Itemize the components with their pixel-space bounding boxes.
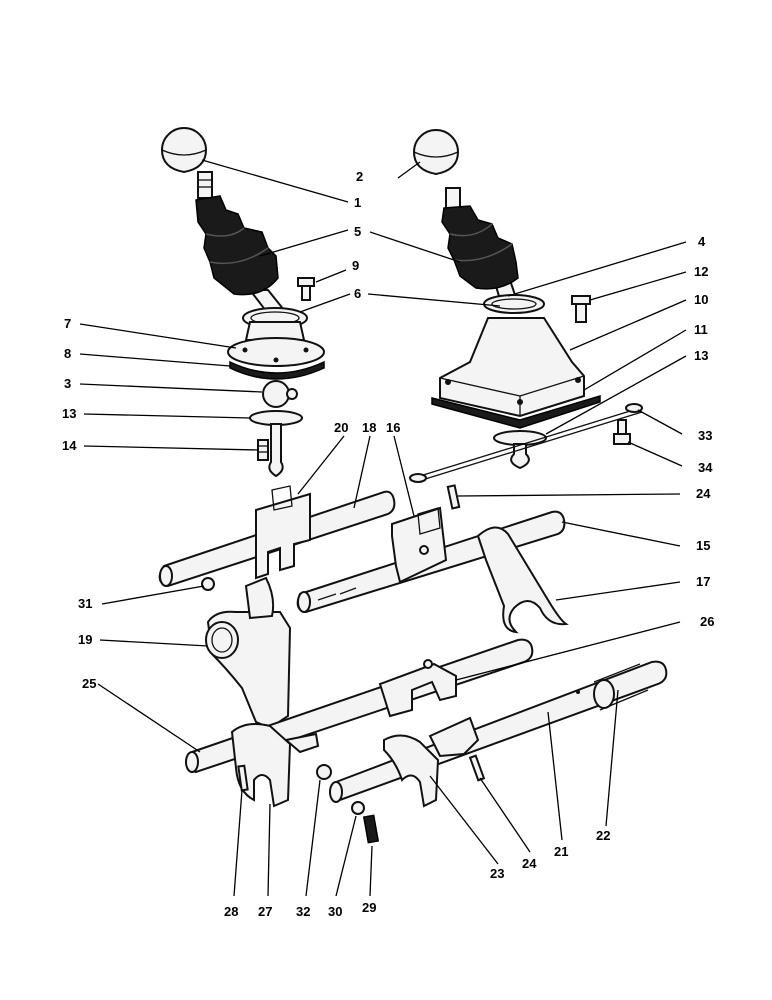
right-lever-housing xyxy=(439,317,585,418)
right-plate xyxy=(493,430,547,446)
callout-13-left: 13 xyxy=(62,406,76,421)
selector-fork-19 xyxy=(205,576,292,730)
callout-29: 29 xyxy=(362,900,376,915)
screw-14 xyxy=(257,439,269,461)
callout-14: 14 xyxy=(62,438,77,453)
callout-7: 7 xyxy=(64,316,71,331)
callout-labels: 1 2 3 4 5 6 7 8 9 10 11 12 13 13 14 15 1… xyxy=(62,169,714,919)
callout-30: 30 xyxy=(328,904,342,919)
callout-31: 31 xyxy=(78,596,92,611)
callout-3: 3 xyxy=(64,376,71,391)
pin-28 xyxy=(237,764,249,792)
callout-10: 10 xyxy=(694,292,708,307)
callout-16: 16 xyxy=(386,420,400,435)
callout-33: 33 xyxy=(698,428,712,443)
selector-fork-20 xyxy=(255,485,311,580)
callout-27: 27 xyxy=(258,904,272,919)
selector-rods-and-forks xyxy=(158,484,668,844)
left-lower-lever xyxy=(268,423,284,478)
ball-32 xyxy=(316,764,332,780)
left-gasket xyxy=(229,360,325,380)
right-retaining-ring xyxy=(483,294,545,314)
callout-18: 18 xyxy=(362,420,376,435)
callout-4: 4 xyxy=(698,234,706,249)
callout-12: 12 xyxy=(694,264,708,279)
callout-6: 6 xyxy=(354,286,361,301)
link-rod-33 xyxy=(409,403,643,483)
callout-11: 11 xyxy=(694,322,708,337)
callout-32: 32 xyxy=(296,904,310,919)
callout-15: 15 xyxy=(696,538,710,553)
callout-22: 22 xyxy=(596,828,610,843)
selector-fork-16 xyxy=(391,506,448,584)
leader-lines xyxy=(79,159,687,897)
selector-fork-26 xyxy=(378,659,457,718)
callout-19: 19 xyxy=(78,632,92,647)
callout-20: 20 xyxy=(334,420,348,435)
callout-34: 34 xyxy=(698,460,713,475)
ball-31 xyxy=(201,577,215,591)
callout-28: 28 xyxy=(224,904,238,919)
spring-29 xyxy=(362,814,380,844)
right-lever-assembly xyxy=(409,129,643,483)
callout-9: 9 xyxy=(352,258,359,273)
right-knob xyxy=(412,129,460,176)
left-plate xyxy=(249,410,303,426)
callout-13-right: 13 xyxy=(694,348,708,363)
callout-26: 26 xyxy=(700,614,714,629)
callout-23: 23 xyxy=(490,866,504,881)
left-base-cover xyxy=(227,321,325,367)
callout-17: 17 xyxy=(696,574,710,589)
left-lever-thread xyxy=(197,171,213,199)
selector-fork-23 xyxy=(383,716,480,808)
selector-fork-17 xyxy=(476,526,569,634)
right-gasket xyxy=(431,394,601,429)
right-lower-ball xyxy=(510,443,530,470)
pin-24-lower xyxy=(468,754,486,782)
bolt-34 xyxy=(613,419,631,445)
callout-8: 8 xyxy=(64,346,71,361)
callout-5: 5 xyxy=(354,224,361,239)
ball-30 xyxy=(351,801,365,815)
bolt-9 xyxy=(297,277,315,301)
callout-1: 1 xyxy=(354,195,361,210)
callout-25: 25 xyxy=(82,676,96,691)
left-ball-joint xyxy=(262,380,298,408)
callout-24-upper: 24 xyxy=(696,486,711,501)
left-rubber-gaiter xyxy=(195,195,279,296)
left-knob xyxy=(160,127,208,174)
right-rubber-gaiter xyxy=(441,205,519,290)
pin-24-upper xyxy=(446,484,461,510)
callout-2: 2 xyxy=(356,169,363,184)
sleeve-22 xyxy=(593,679,615,709)
callout-21: 21 xyxy=(554,844,568,859)
bolt-12 xyxy=(571,295,591,323)
callout-24-lower: 24 xyxy=(522,856,537,871)
left-lever-assembly xyxy=(160,127,325,478)
